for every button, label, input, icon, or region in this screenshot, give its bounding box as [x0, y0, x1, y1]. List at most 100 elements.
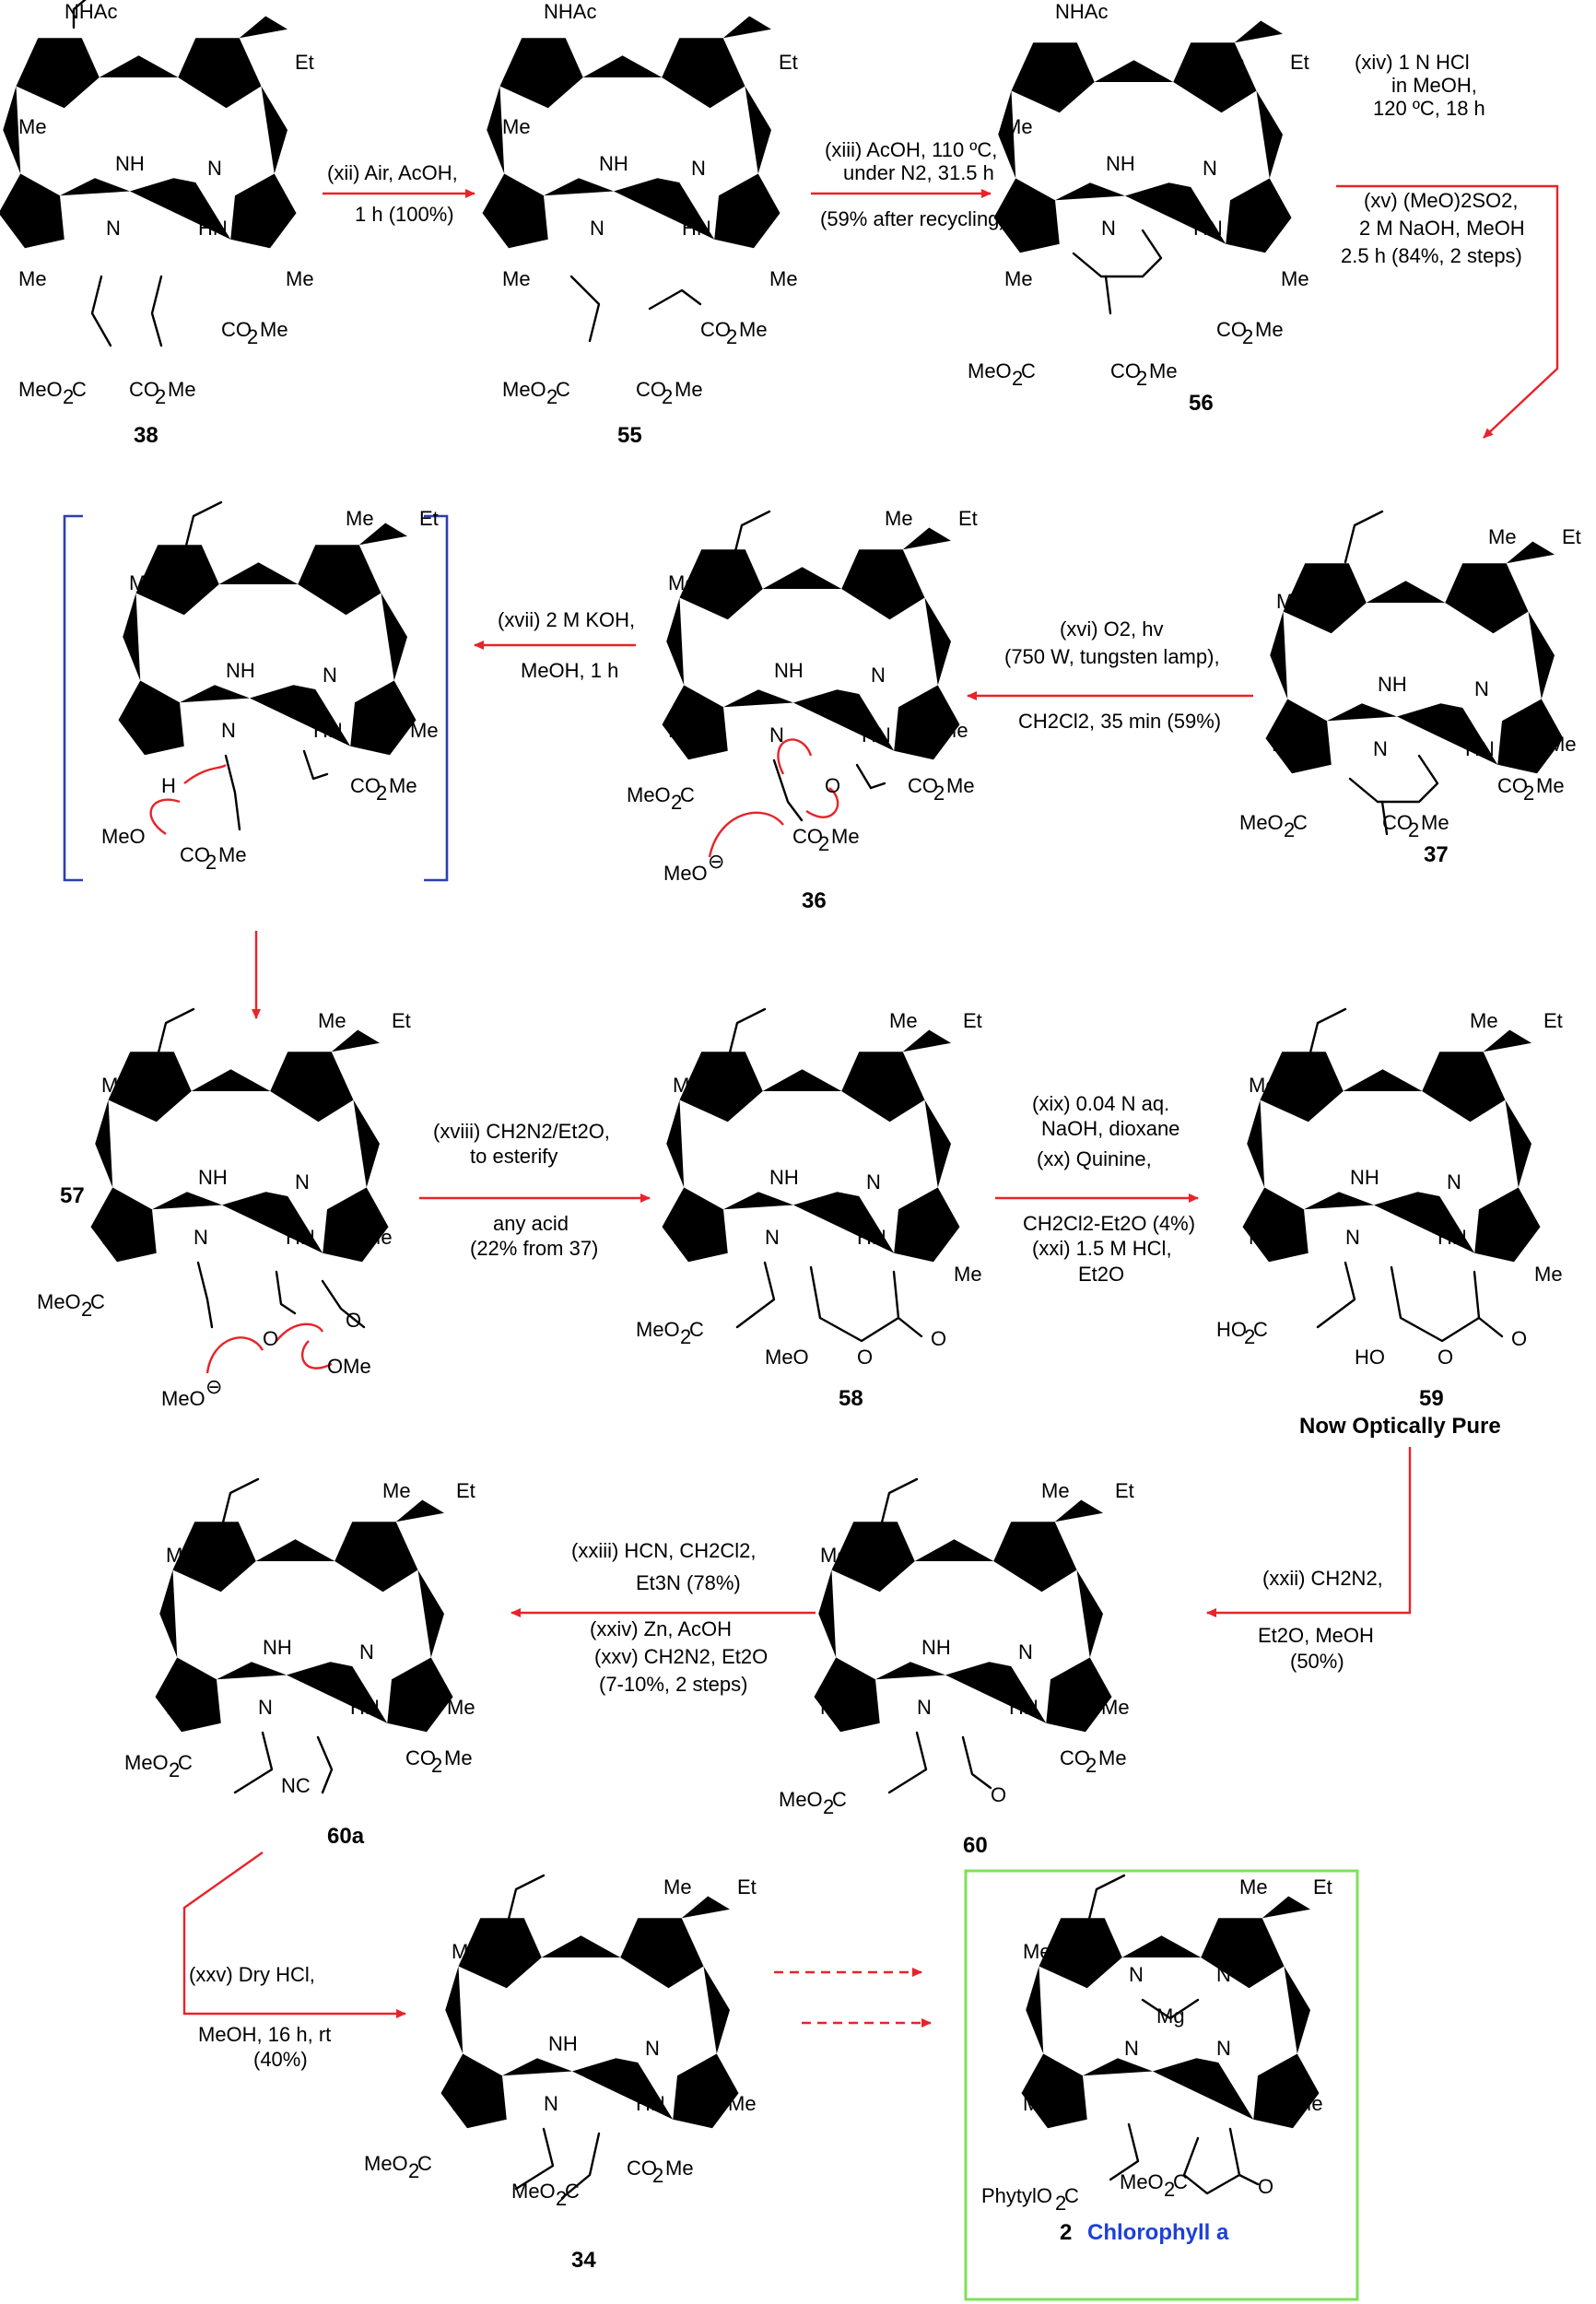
svg-text:Et: Et	[456, 1479, 475, 1502]
step-xiv-c: 120 ºC, 18 h	[1373, 97, 1485, 120]
svg-text:Me: Me	[1149, 359, 1178, 382]
compound-56-label: 56	[1189, 391, 1214, 416]
svg-text:2: 2	[247, 325, 258, 348]
svg-text:N: N	[1101, 217, 1116, 240]
svg-text:Me: Me	[889, 1009, 918, 1032]
svg-text:2: 2	[1244, 1325, 1255, 1348]
svg-text:HN: HN	[682, 217, 711, 240]
svg-text:Me: Me	[1004, 115, 1033, 138]
svg-text:C: C	[832, 1788, 847, 1811]
step-xv-c: 2.5 h (84%, 2 steps)	[1341, 244, 1522, 267]
svg-text:Et: Et	[1115, 1479, 1134, 1502]
svg-text:Me: Me	[705, 51, 733, 74]
svg-text:N: N	[765, 1226, 780, 1249]
svg-text:HN: HN	[198, 217, 228, 240]
svg-text:Me: Me	[1548, 733, 1577, 756]
bracket-right	[424, 514, 449, 882]
svg-text:N: N	[323, 664, 337, 687]
svg-text:Me: Me	[134, 719, 162, 742]
svg-text:Me: Me	[1470, 1009, 1498, 1032]
svg-text:Me: Me	[1272, 733, 1300, 756]
svg-text:HN: HN	[1438, 1226, 1467, 1249]
svg-text:Me: Me	[673, 1074, 701, 1097]
svg-text:Me: Me	[382, 1479, 411, 1502]
svg-text:Me: Me	[166, 1544, 194, 1567]
svg-text:N: N	[207, 157, 222, 180]
svg-text:Me: Me	[218, 843, 247, 866]
compound-37-label: 37	[1424, 842, 1449, 867]
svg-text:2: 2	[376, 782, 387, 805]
svg-text:Et: Et	[963, 1009, 982, 1032]
step-xxiv: (xxiv) Zn, AcOH	[590, 1617, 732, 1640]
svg-text:CO: CO	[1216, 318, 1247, 341]
svg-text:2: 2	[556, 2187, 567, 2210]
svg-text:MeO: MeO	[101, 825, 146, 848]
svg-text:Mg: Mg	[1156, 2004, 1185, 2028]
step-xxvb-a: (xxv) Dry HCl,	[189, 1963, 315, 1986]
svg-text:2: 2	[155, 385, 166, 408]
svg-text:2: 2	[818, 832, 829, 855]
svg-text:C: C	[1253, 1318, 1268, 1341]
step-xiv-a: (xiv) 1 N HCl	[1355, 51, 1470, 74]
svg-text:2: 2	[1164, 2178, 1175, 2201]
svg-text:HN: HN	[286, 1226, 315, 1249]
svg-text:2: 2	[431, 1754, 442, 1777]
svg-text:C: C	[689, 1318, 704, 1341]
step-xxii-a: (xxii) CH2N2,	[1262, 1567, 1383, 1590]
svg-text:Me: Me	[820, 1544, 849, 1567]
svg-text:CO: CO	[405, 1746, 436, 1769]
svg-text:NHAc: NHAc	[544, 0, 596, 23]
structure-intermediate	[118, 500, 442, 831]
svg-text:2: 2	[169, 1758, 180, 1781]
svg-text:2: 2	[662, 385, 673, 408]
structure-37	[1265, 510, 1590, 836]
structure-36	[662, 510, 986, 822]
svg-text:2: 2	[408, 2159, 419, 2182]
svg-text:Et: Et	[1290, 51, 1309, 74]
svg-text:C: C	[90, 1290, 105, 1313]
svg-text:2: 2	[1284, 818, 1295, 841]
svg-text:C: C	[565, 2180, 580, 2203]
svg-text:Me: Me	[502, 115, 531, 138]
svg-text:MeO: MeO	[1120, 2170, 1164, 2193]
svg-text:N: N	[221, 719, 236, 742]
svg-text:NHAc: NHAc	[65, 0, 117, 23]
compound-60a-label: 60a	[327, 1824, 365, 1849]
svg-text:CO: CO	[180, 843, 210, 866]
svg-text:Et: Et	[737, 1875, 757, 1898]
step-xviii-c: any acid	[493, 1212, 569, 1235]
svg-text:Et: Et	[1543, 1009, 1563, 1032]
bracket-left	[63, 514, 83, 882]
step-xiii-c: (59% after recycling)	[820, 207, 1006, 230]
svg-text:2: 2	[1523, 782, 1534, 805]
svg-text:N: N	[769, 723, 784, 746]
svg-text:MeO: MeO	[765, 1346, 809, 1369]
svg-text:Me: Me	[831, 825, 860, 848]
svg-text:Me: Me	[668, 719, 697, 742]
curved-arrow-57a	[205, 1336, 264, 1374]
arrow-59-60	[1206, 1447, 1412, 1617]
svg-text:Me: Me	[452, 2092, 480, 2115]
svg-text:N: N	[590, 217, 604, 240]
svg-text:N: N	[295, 1170, 310, 1193]
svg-text:HN: HN	[1465, 737, 1495, 760]
svg-text:NH: NH	[263, 1636, 292, 1659]
curved-arrow-57c	[300, 1340, 333, 1369]
svg-text:NH: NH	[548, 2032, 578, 2055]
svg-text:CO: CO	[636, 378, 666, 401]
svg-text:⊖: ⊖	[205, 1375, 222, 1398]
svg-text:C: C	[556, 378, 570, 401]
step-xv-b: 2 M NaOH, MeOH	[1359, 217, 1525, 240]
svg-text:NH: NH	[226, 659, 255, 682]
svg-text:CO: CO	[350, 774, 381, 797]
compound-2-label: 2	[1060, 2220, 1072, 2245]
curved-arrow-57b	[276, 1322, 324, 1342]
svg-text:C: C	[72, 378, 87, 401]
svg-text:NH: NH	[1106, 152, 1135, 175]
step-xviii-b: to esterify	[470, 1145, 557, 1168]
svg-text:Me: Me	[1255, 318, 1284, 341]
arrow-60a-34	[182, 1851, 406, 2018]
svg-text:CO: CO	[221, 318, 252, 341]
svg-text:2: 2	[546, 385, 557, 408]
svg-text:N: N	[194, 1226, 208, 1249]
